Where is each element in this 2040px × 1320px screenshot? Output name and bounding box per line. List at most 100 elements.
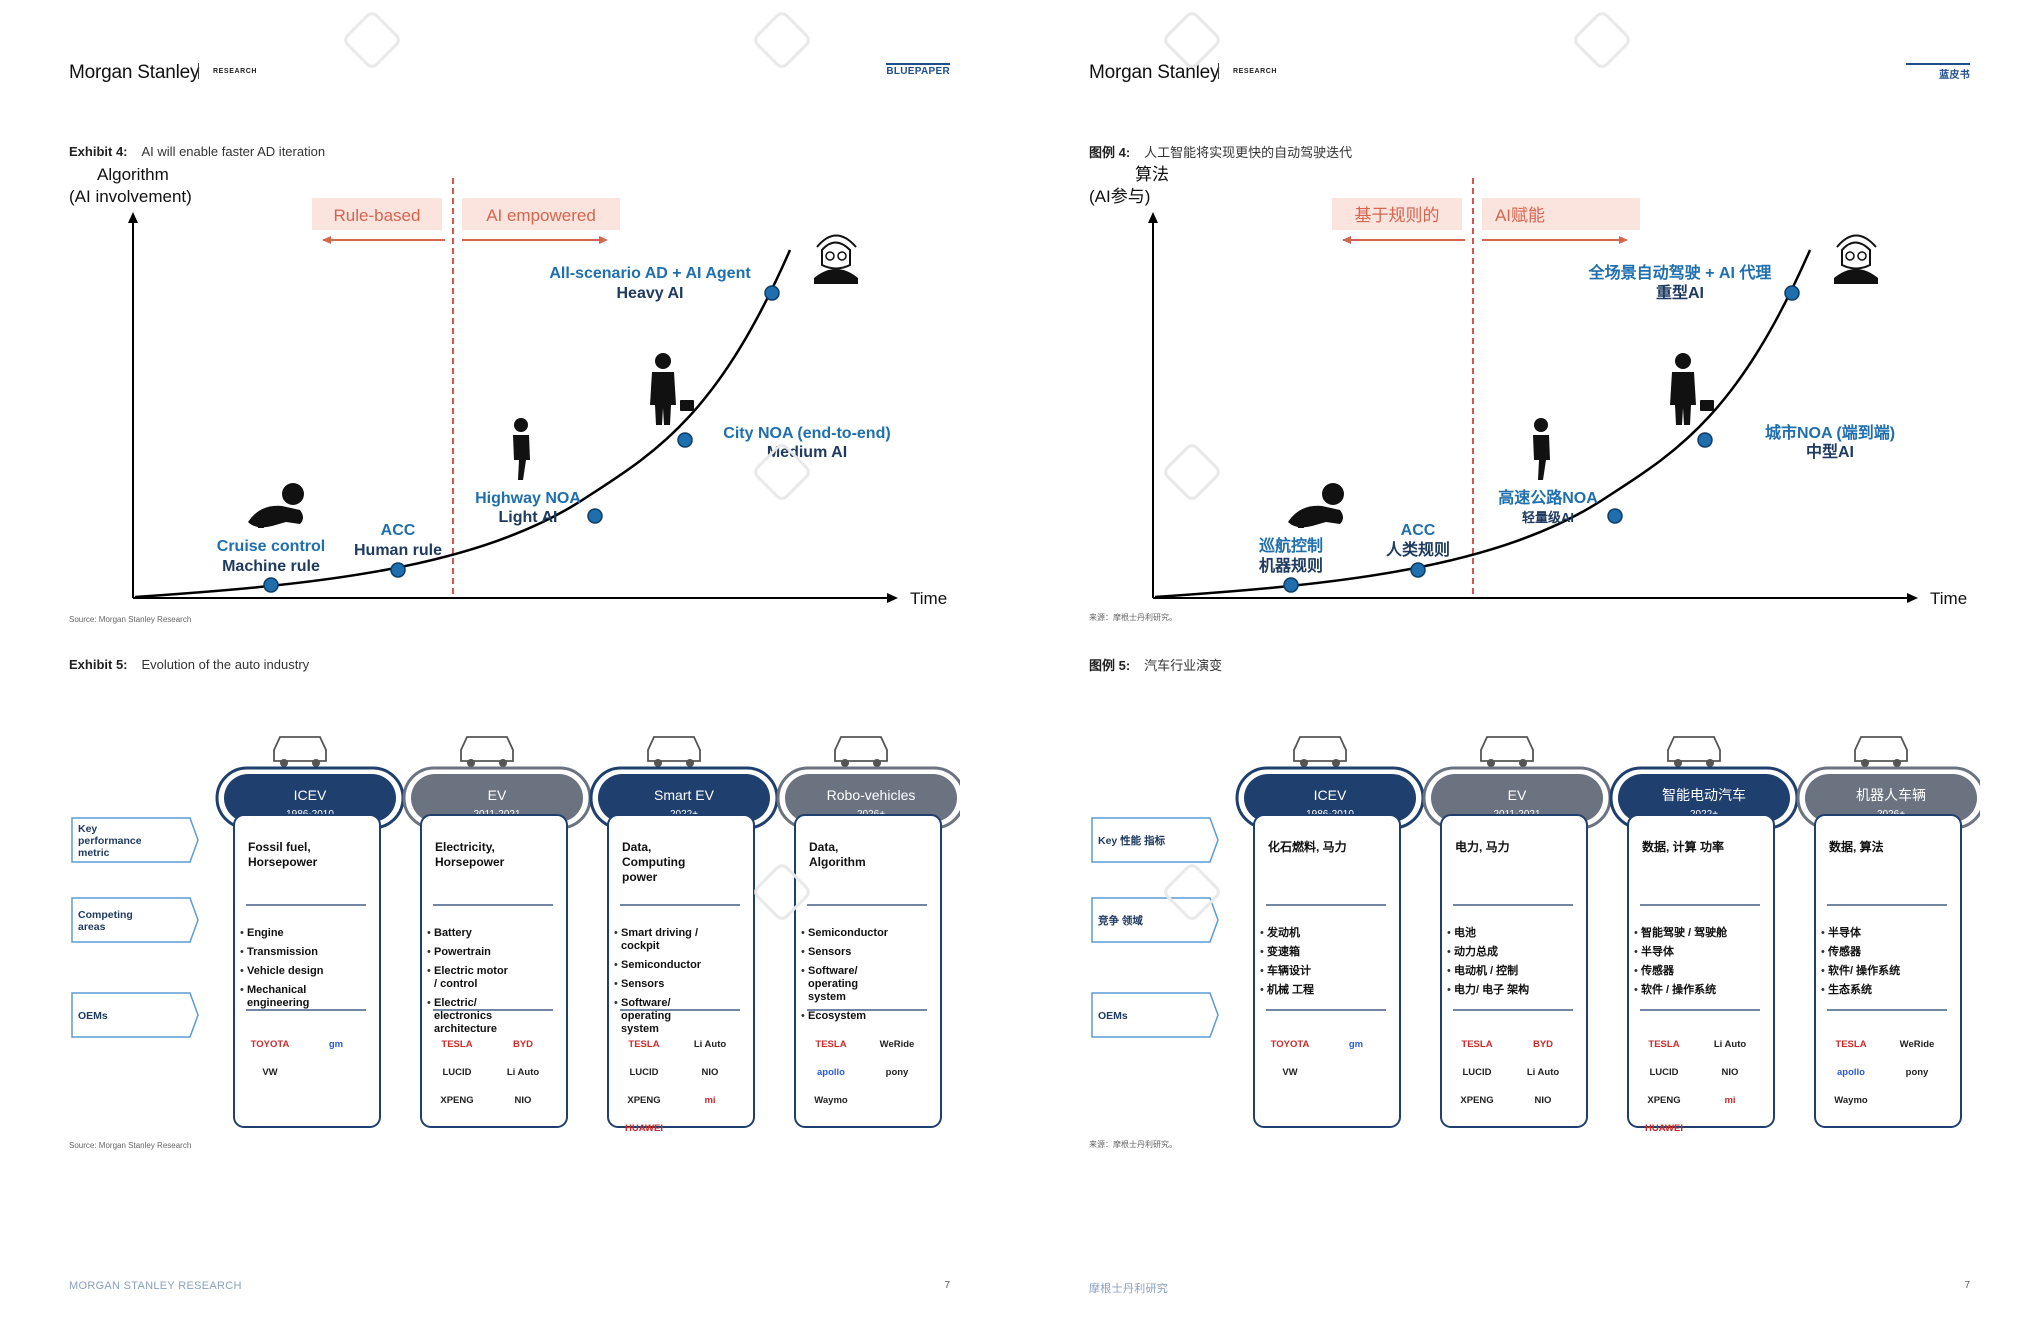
wheel-icon (1674, 759, 1682, 767)
stage-marker (677, 432, 693, 448)
stage-marker (1784, 285, 1800, 301)
bullet-dot: • (1634, 984, 1638, 996)
stage-title: ACC (381, 522, 416, 539)
wheel-icon (873, 759, 881, 767)
oem-logo: NIO (1535, 1095, 1552, 1106)
bullet-dot: • (1260, 984, 1264, 996)
stage-title: Cruise control (217, 538, 325, 555)
stage-acc: ACC Human rule (354, 522, 442, 578)
bullet-dot: • (1260, 927, 1264, 939)
stage-subtitle: 轻量级AI (1522, 510, 1574, 525)
stage-marker (1283, 577, 1299, 593)
row-label-text: 竞争 领域 (1098, 914, 1143, 927)
era-column: EV2011-2021电力, 马力•电池•动力总成•电动机 / 控制•电力/ 电… (1422, 736, 1612, 1128)
area-text: 变速箱 (1267, 944, 1300, 958)
stage-acc: ACC 人类规则 (1386, 522, 1450, 578)
era-pill (1431, 774, 1603, 822)
area-text: 动力总成 (1454, 944, 1498, 958)
bullet-dot: • (1634, 946, 1638, 958)
stage-highway-noa: Highway NOA Light AI (475, 490, 603, 526)
bullet-dot: • (1821, 965, 1825, 977)
oem-logo: apollo (1837, 1067, 1865, 1078)
row-label-text: Competing (78, 909, 133, 921)
metric-text: power (622, 870, 658, 884)
area-text: system (808, 991, 846, 1003)
bullet-dot: • (801, 927, 805, 939)
wheel-icon (1332, 759, 1340, 767)
bullet-dot: • (801, 1010, 805, 1022)
area-text: 半导体 (1828, 925, 1862, 939)
exhibit5-label: 图例 5: (1089, 658, 1131, 673)
era-pill (411, 774, 583, 822)
area-text: Semiconductor (621, 959, 702, 971)
era-column: EV2011-2021Electricity,Horsepower•Batter… (402, 736, 592, 1128)
bullet-dot: • (1447, 984, 1451, 996)
car-icon (1480, 736, 1534, 762)
area-text: architecture (434, 1023, 497, 1035)
era-pill (1244, 774, 1416, 822)
row-label-box (1091, 817, 1219, 863)
x-axis-arrow (1907, 593, 1918, 603)
stage-subtitle: Medium AI (767, 444, 847, 461)
x-axis-label: Time (1930, 589, 1967, 608)
bullet-dot: • (240, 927, 244, 939)
oem-logo: NIO (515, 1095, 532, 1106)
area-text: system (621, 1023, 659, 1035)
era-name: Smart EV (654, 787, 715, 803)
stage-marker (390, 562, 406, 578)
wheel-icon (499, 759, 507, 767)
oem-logo: TESLA (441, 1039, 472, 1050)
oem-logo: HUAWEI (1645, 1123, 1683, 1134)
bluepaper-rule (1906, 63, 1970, 65)
metric-text: Data, (809, 840, 838, 854)
stage-subtitle: 重型AI (1656, 283, 1704, 302)
page-english: Morgan Stanley RESEARCH BLUEPAPER Exhibi… (69, 62, 960, 1292)
row-label-text: performance (78, 835, 142, 847)
row-label: OEMs (71, 992, 199, 1038)
oem-logo: TESLA (1835, 1039, 1866, 1050)
wheel-icon (1861, 759, 1869, 767)
oem-logo: LUCID (1649, 1067, 1678, 1078)
wheel-icon (467, 759, 475, 767)
stage-subtitle: Human rule (354, 542, 442, 559)
rule-based-label: Rule-based (334, 206, 421, 225)
car-icon (273, 736, 327, 762)
area-text: operating (621, 1010, 671, 1022)
metric-text: 数据, 算法 (1829, 839, 1884, 854)
oem-logo: mi (1724, 1095, 1735, 1106)
bullet-dot: • (1634, 965, 1638, 977)
area-text: operating (808, 978, 858, 990)
baby-icon (248, 483, 304, 528)
era-card (1253, 814, 1401, 1128)
wheel-icon (841, 759, 849, 767)
footer-brand: MORGAN STANLEY RESEARCH (69, 1280, 242, 1292)
stage-title: City NOA (end-to-end) (723, 425, 890, 442)
logo-divider (198, 63, 199, 79)
era-pill (785, 774, 957, 822)
y-axis-label-1: Algorithm (97, 165, 169, 184)
area-text: 软件/ 操作系统 (1828, 963, 1900, 977)
stage-marker (263, 577, 279, 593)
metric-text: Electricity, (435, 840, 495, 854)
oem-logo: LUCID (629, 1067, 658, 1078)
stage-all-scenario: All-scenario AD + AI Agent Heavy AI (549, 265, 780, 302)
era-column: 机器人车辆2026+数据, 算法•半导体•传感器•软件/ 操作系统•生态系统TE… (1796, 736, 1980, 1128)
car-icon (1854, 736, 1908, 762)
area-text: Smart driving / (621, 927, 698, 939)
exhibit5-source: Source: Morgan Stanley Research (69, 1141, 192, 1150)
exhibit5-label: Exhibit 5: (69, 657, 128, 672)
era-pill (598, 774, 770, 822)
stage-marker (1410, 562, 1426, 578)
area-text: Engine (247, 927, 284, 939)
oem-logo: XPENG (1460, 1095, 1493, 1106)
oem-logo: Li Auto (1527, 1067, 1560, 1078)
metric-text: 电力, 马力 (1455, 839, 1510, 854)
area-text: Sensors (808, 946, 851, 958)
metric-text: Horsepower (435, 855, 505, 869)
rule-based-label: 基于规则的 (1355, 206, 1440, 225)
exhibit4-title: AI will enable faster AD iteration (141, 144, 326, 159)
era-column: ICEV1986-2010Fossil fuel,Horsepower•Engi… (215, 736, 405, 1128)
